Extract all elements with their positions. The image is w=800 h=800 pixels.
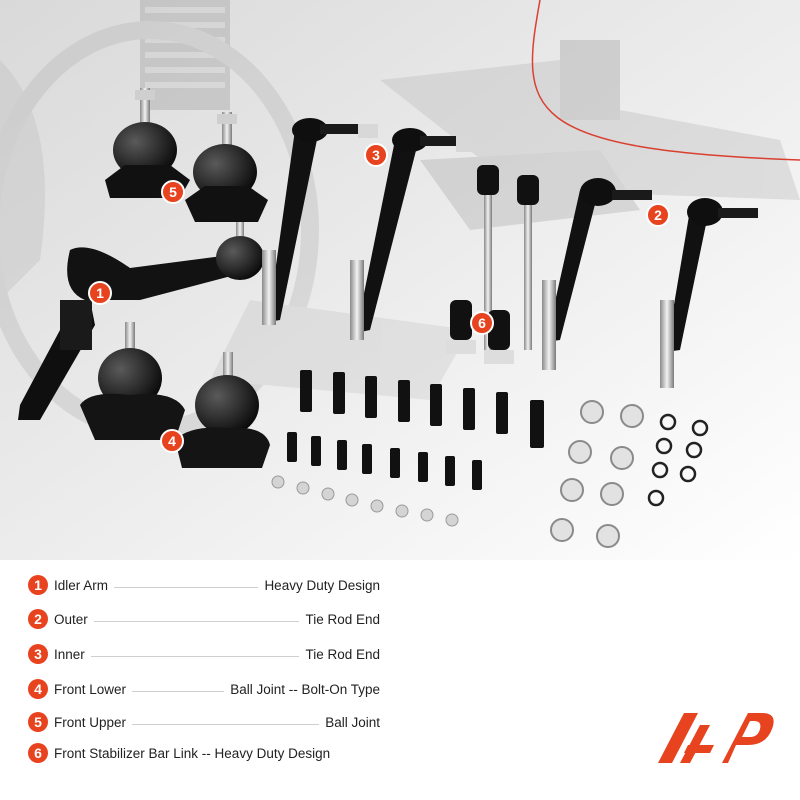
callout-6: 6 bbox=[470, 311, 494, 335]
legend-part-name: Front Lower bbox=[54, 681, 127, 697]
svg-text:3: 3 bbox=[372, 147, 380, 163]
background-accent-line bbox=[531, 0, 800, 161]
stabilizer-bar-link bbox=[446, 165, 499, 354]
legend-part-name: Inner bbox=[54, 646, 85, 662]
legend-number: 6 bbox=[28, 743, 48, 763]
legend-part-detail: Ball Joint bbox=[325, 714, 380, 730]
callout-2: 2 bbox=[646, 203, 670, 227]
legend-item: 3 Inner Tie Rod End bbox=[28, 642, 380, 666]
callout-3: 3 bbox=[364, 143, 388, 167]
a-premium-logo bbox=[658, 713, 774, 763]
product-photo: 1 2 3 4 5 6 bbox=[0, 0, 800, 560]
legend-part-detail: Ball Joint -- Bolt-On Type bbox=[230, 681, 380, 697]
legend-part-detail: Heavy Duty Design bbox=[264, 577, 380, 593]
bolts bbox=[287, 370, 544, 490]
lower-ball-joint bbox=[80, 322, 185, 440]
callout-4: 4 bbox=[160, 429, 184, 453]
upper-ball-joint bbox=[185, 112, 268, 222]
legend-number: 1 bbox=[28, 575, 48, 595]
legend-part-name: Outer bbox=[54, 611, 88, 627]
legend-part-name: Front Stabilizer Bar Link -- Heavy Duty … bbox=[54, 745, 331, 761]
legend-part-name: Idler Arm bbox=[54, 577, 109, 593]
snap-rings bbox=[647, 413, 709, 507]
legend-number: 2 bbox=[28, 609, 48, 629]
legend-number: 5 bbox=[28, 712, 48, 732]
background-vehicle-underside bbox=[0, 0, 800, 439]
legend-part-detail: Tie Rod End bbox=[305, 611, 380, 627]
leader-line bbox=[132, 723, 320, 725]
outer-tie-rod-end bbox=[660, 198, 758, 388]
leader-line bbox=[93, 620, 300, 622]
leader-line bbox=[114, 586, 259, 588]
svg-text:1: 1 bbox=[96, 285, 104, 301]
legend-number: 4 bbox=[28, 679, 48, 699]
legend-number: 3 bbox=[28, 644, 48, 664]
leader-line bbox=[90, 655, 300, 657]
callout-1: 1 bbox=[88, 281, 112, 305]
leader-line bbox=[132, 690, 225, 692]
legend-item: 5 Front Upper Ball Joint bbox=[28, 710, 380, 734]
outer-tie-rod-end bbox=[542, 178, 652, 370]
legend-item: 4 Front Lower Ball Joint -- Bolt-On Type bbox=[28, 677, 380, 701]
callout-5: 5 bbox=[161, 180, 185, 204]
legend-item: 2 Outer Tie Rod End bbox=[28, 607, 380, 631]
svg-text:2: 2 bbox=[654, 207, 662, 223]
legend-item: 6 Front Stabilizer Bar Link -- Heavy Dut… bbox=[28, 741, 380, 765]
small-nuts bbox=[271, 475, 459, 527]
flange-nuts bbox=[550, 400, 644, 548]
legend-part-detail: Tie Rod End bbox=[305, 646, 380, 662]
svg-text:4: 4 bbox=[168, 433, 176, 449]
inner-tie-rod-end bbox=[262, 118, 378, 325]
svg-text:6: 6 bbox=[478, 315, 486, 331]
inner-tie-rod-end bbox=[350, 128, 472, 340]
legend-item: 1 Idler Arm Heavy Duty Design bbox=[28, 573, 380, 597]
lower-ball-joint bbox=[175, 352, 270, 468]
legend-part-name: Front Upper bbox=[54, 714, 127, 730]
svg-text:5: 5 bbox=[169, 184, 177, 200]
